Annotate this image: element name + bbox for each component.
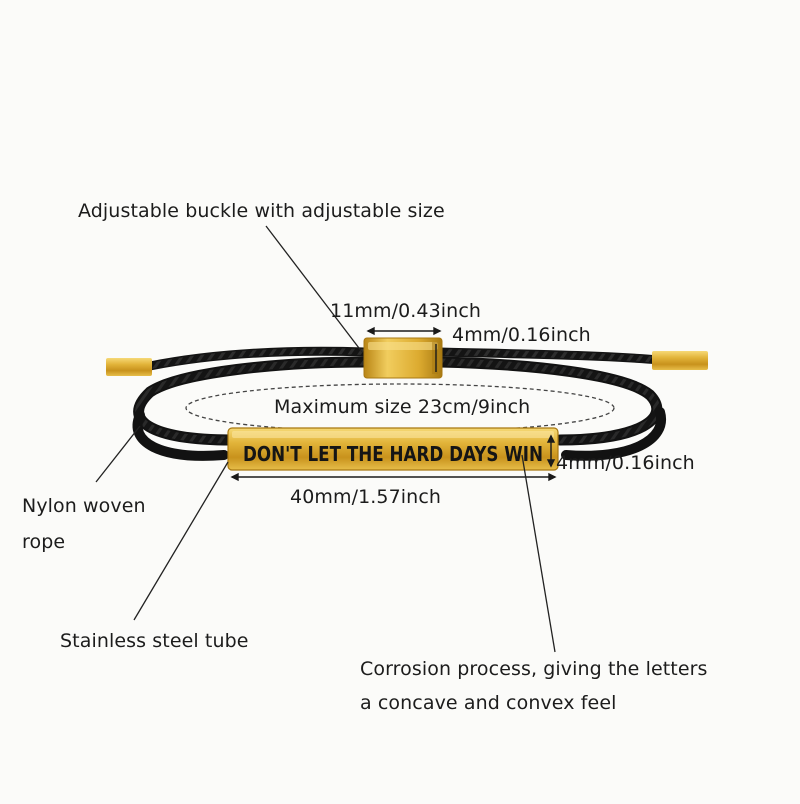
stainless-steel-tube: DON'T LET THE HARD DAYS WIN [227, 427, 559, 471]
max-size-label: Maximum size 23cm/9inch [274, 396, 531, 418]
dimension-lines [230, 326, 557, 482]
tube-leader [133, 461, 229, 621]
rope-end-caps [106, 351, 708, 376]
engraved-text: DON'T LET THE HARD DAYS WIN [243, 442, 543, 466]
rope-leader [95, 425, 141, 483]
rope-back [145, 346, 665, 371]
buckle-width-label: 4mm/0.16inch [452, 324, 591, 346]
corrosion-label-line-1: Corrosion process, giving the letters [360, 658, 708, 680]
buckle-leader [265, 225, 363, 353]
adjustable-buckle [363, 337, 443, 379]
tube-length-label: 40mm/1.57inch [290, 486, 442, 508]
corrosion-leader [521, 454, 556, 653]
tube-label: Stainless steel tube [60, 630, 249, 652]
rope-loop [132, 356, 667, 461]
rope-end-cap-right [652, 351, 708, 370]
tube-height-label: 4mm/0.16inch [556, 452, 695, 474]
rope-label-line-1: Nylon woven [22, 495, 146, 517]
rope-label: Nylon woven rope [22, 488, 146, 560]
leader-lines [95, 225, 556, 653]
corrosion-label-line-2: a concave and convex feel [360, 692, 617, 714]
rope-label-line-2: rope [22, 531, 66, 553]
corrosion-label: Corrosion process, giving the letters a … [360, 652, 708, 720]
buckle-label: Adjustable buckle with adjustable size [78, 200, 445, 222]
buckle-length-label: 11mm/0.43inch [330, 300, 482, 322]
rope-end-cap-left [106, 358, 152, 376]
